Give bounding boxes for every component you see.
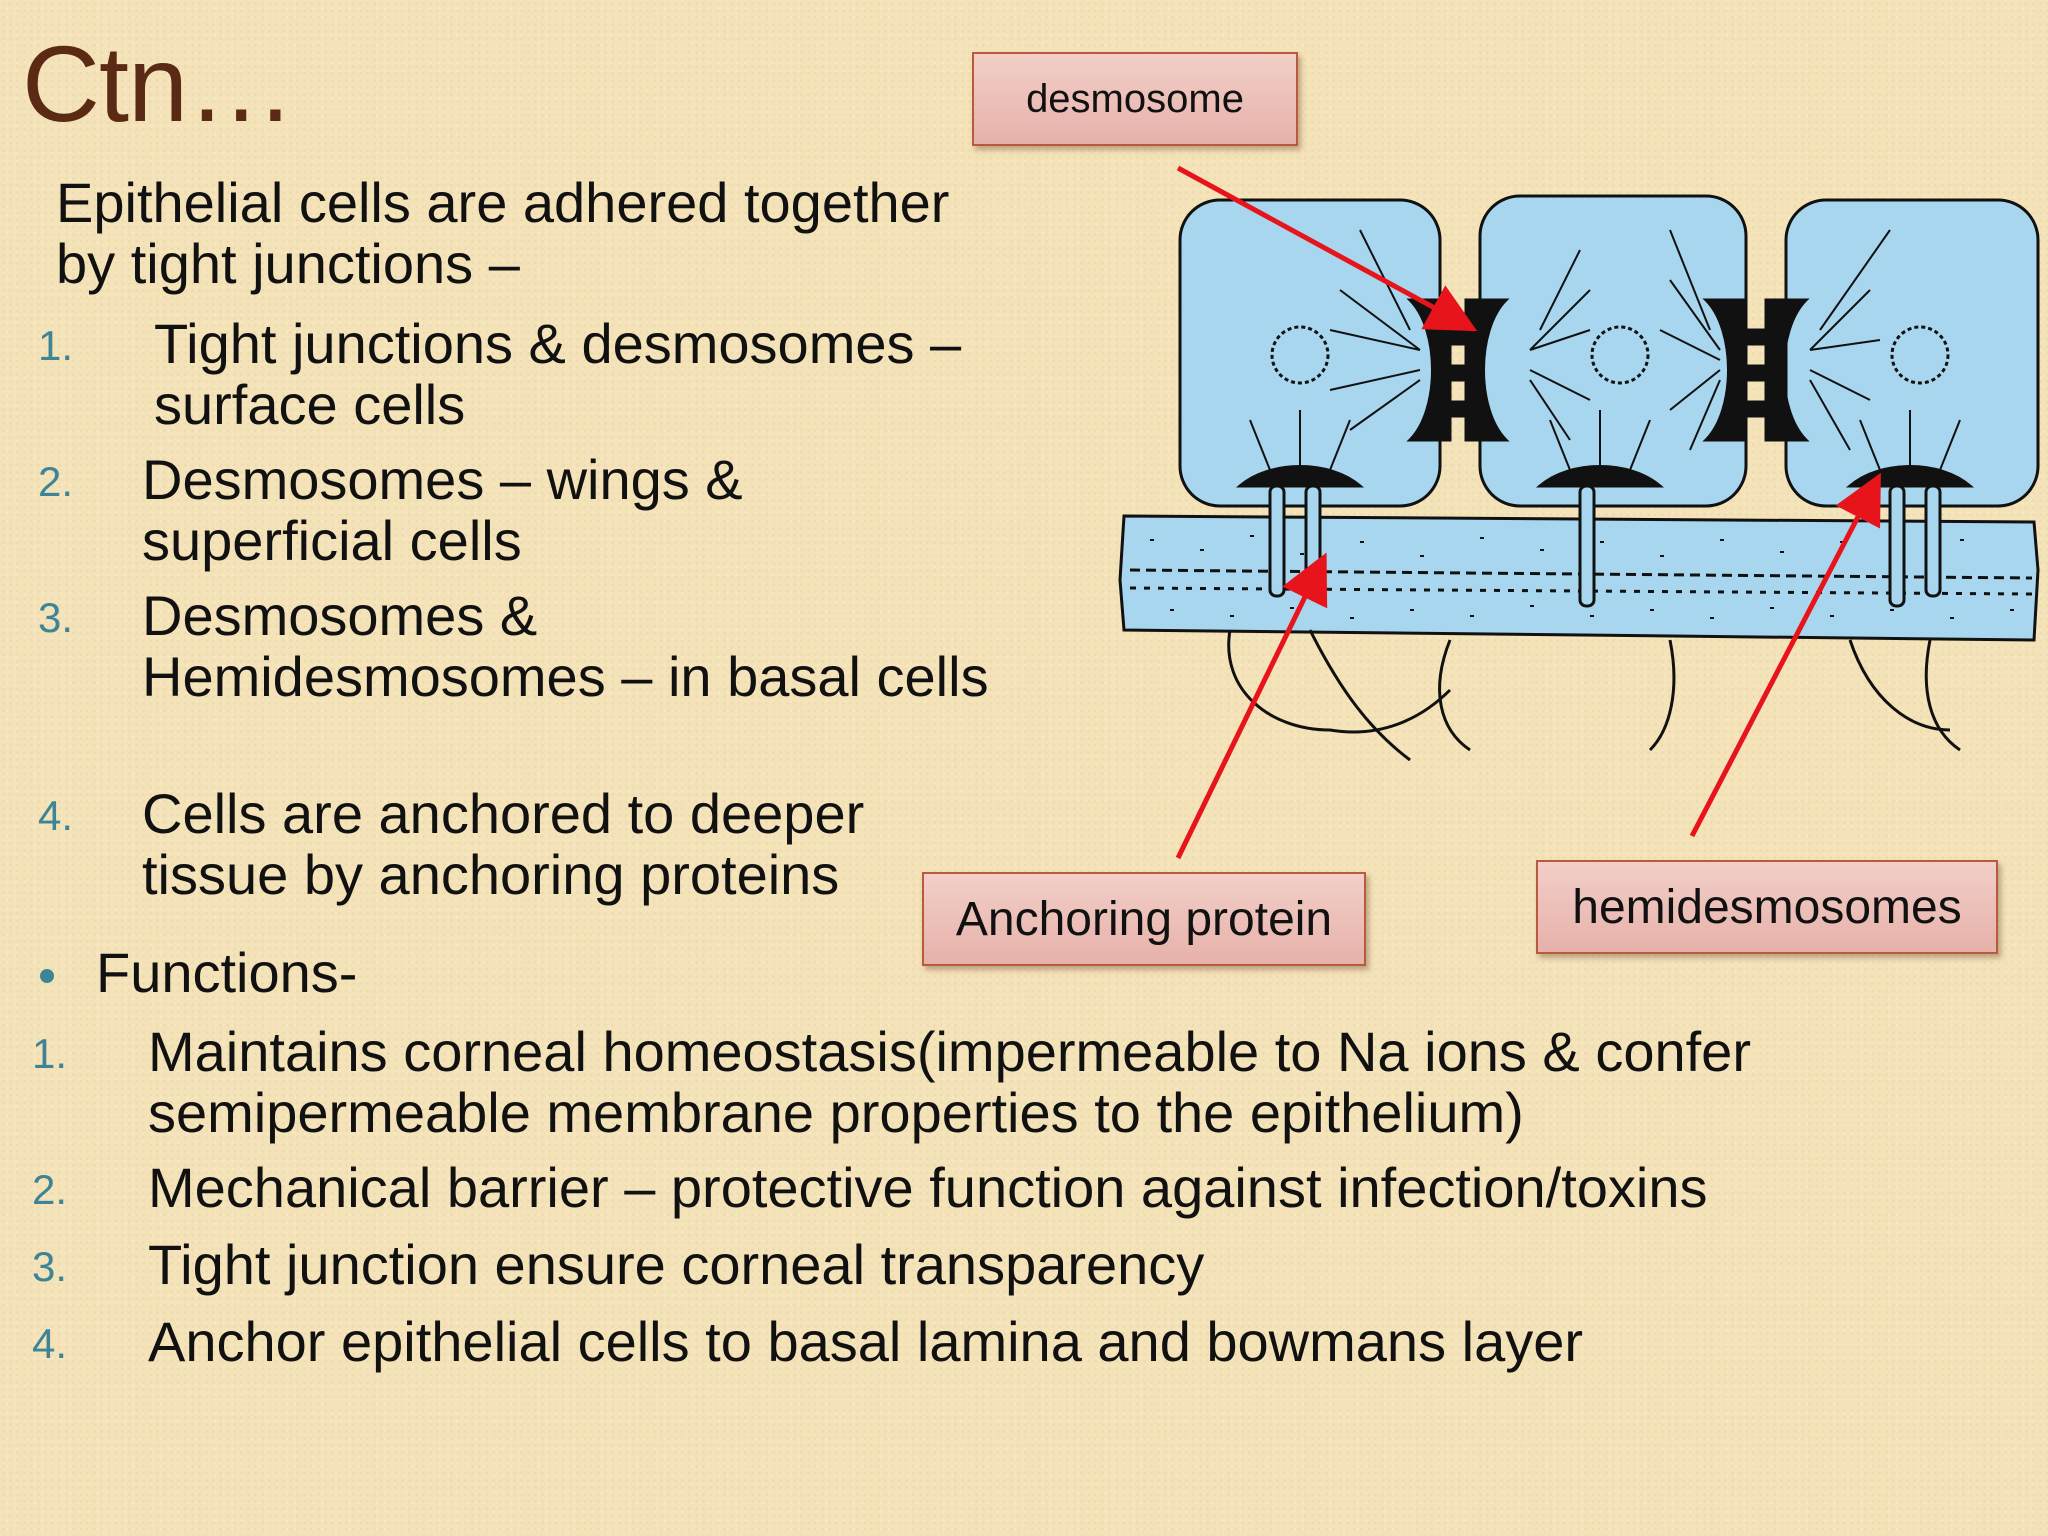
list-item-text: Mechanical barrier – protective function… [148, 1156, 1708, 1219]
list-item-text: Maintains corneal homeostasis(impermeabl… [148, 1020, 1751, 1144]
bullet-icon [40, 969, 54, 983]
list-item-text: Tight junction ensure corneal transparen… [148, 1233, 1205, 1296]
list-number: 2. [38, 458, 74, 505]
list-item-text: Desmosomes & Hemidesmosomes – in basal c… [142, 584, 989, 708]
functions-list: 1. Maintains corneal homeostasis(imperme… [32, 1021, 2012, 1388]
anchoring-fibril [1227, 629, 1452, 734]
nucleus [1890, 325, 1950, 385]
list-number: 3. [38, 594, 74, 641]
list-item: 3. Desmosomes & Hemidesmosomes – in basa… [38, 585, 1018, 783]
hemidesmosome [1535, 465, 1665, 488]
hemidesmosomes-label: hemidesmosomes [1536, 860, 1998, 954]
slide-title: Ctn… [22, 23, 295, 144]
nucleus [1270, 325, 1330, 385]
list-number: 4. [32, 1320, 68, 1367]
list-item: 4. Cells are anchored to deeper tissue b… [38, 783, 1018, 905]
list-item: 1. Maintains corneal homeostasis(imperme… [32, 1021, 2012, 1157]
list-item: 2. Mechanical barrier – protective funct… [32, 1157, 2012, 1234]
desmosome-arrow [1176, 165, 1478, 332]
list-item-text: Anchor epithelial cells to basal lamina … [148, 1310, 1583, 1373]
intro-text: Epithelial cells are adhered together by… [56, 171, 950, 295]
list-item: 3. Tight junction ensure corneal transpa… [32, 1234, 2012, 1311]
list-number: 3. [32, 1243, 68, 1290]
list-item-text: Tight junctions & desmosomes – surface c… [154, 312, 962, 436]
list-item-text: Cells are anchored to deeper tissue by a… [142, 782, 865, 906]
epithelium-junction-diagram [1118, 194, 2040, 762]
list-number: 4. [38, 792, 74, 839]
list-item-text: Desmosomes – wings & superficial cells [142, 448, 743, 572]
list-item: 2. Desmosomes – wings & superficial cell… [38, 449, 1018, 585]
list-number: 1. [38, 322, 74, 369]
desmosome-label: desmosome [972, 52, 1298, 146]
functions-heading: Functions- [96, 941, 358, 1004]
list-item: 4. Anchor epithelial cells to basal lami… [32, 1311, 2012, 1388]
hemidesmosomes-arrow [1689, 472, 1881, 838]
nucleus [1590, 325, 1650, 385]
list-number: 1. [32, 1030, 68, 1077]
hemidesmosome [1235, 465, 1365, 488]
anchoring-protein-arrow [1175, 552, 1328, 860]
anchoring-protein-label: Anchoring protein [922, 872, 1366, 966]
list-number: 2. [32, 1166, 68, 1213]
junction-list: 1. Tight junctions & desmosomes – surfac… [38, 313, 1018, 905]
list-item: 1. Tight junctions & desmosomes – surfac… [38, 313, 1018, 449]
